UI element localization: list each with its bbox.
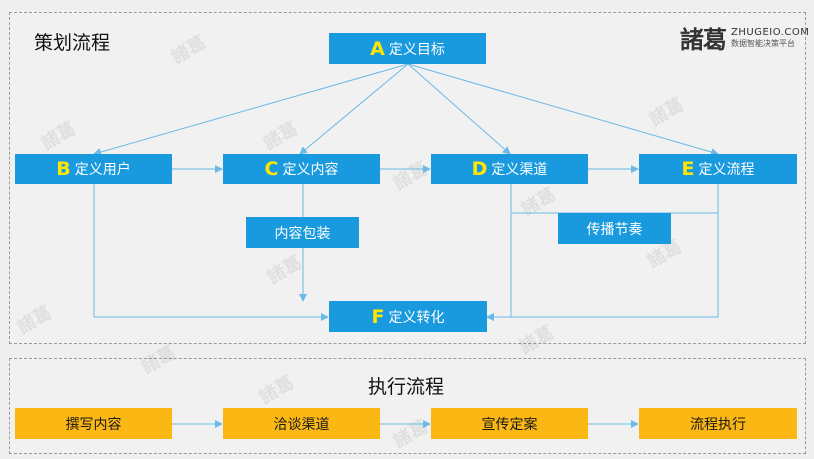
node-c-letter: C (264, 158, 279, 180)
edge-b-f (93, 184, 329, 321)
exec-step-label: 洽谈渠道 (273, 416, 330, 433)
node-b-define-user: B 定义用户 (15, 154, 172, 184)
edge-e-f (486, 213, 719, 321)
node-c-label: 定义内容 (282, 162, 339, 178)
edge-d-e-rhythm (510, 184, 719, 214)
edge-a-b (93, 63, 409, 156)
exec-step-negotiate-channel: 洽谈渠道 (223, 408, 380, 439)
logo-brand-en: ZHUGEIO.COM (731, 26, 810, 38)
node-d-define-channel: D 定义渠道 (431, 154, 588, 184)
exec-step-finalize-promo: 宣传定案 (431, 408, 588, 439)
logo-tagline: 数据智能决策平台 (731, 38, 795, 48)
node-f-label: 定义转化 (388, 309, 445, 326)
edge-a-d (407, 63, 511, 155)
execution-title: 执行流程 (368, 376, 445, 398)
node-c-define-content: C 定义内容 (223, 154, 380, 184)
edge-a-c (299, 63, 409, 155)
node-a-label: 定义目标 (388, 41, 445, 58)
exec-step-write-content: 撰写内容 (15, 408, 172, 439)
node-rhythm-label: 传播节奏 (586, 221, 643, 238)
node-b-letter: B (56, 158, 71, 180)
edge-a-e (407, 63, 719, 156)
node-e-define-process: E 定义流程 (639, 154, 797, 184)
node-a-define-goal: A 定义目标 (329, 33, 486, 64)
node-packaging-label: 内容包装 (274, 225, 331, 242)
node-e-label: 定义流程 (698, 162, 755, 178)
node-rhythm: 传播节奏 (558, 213, 671, 244)
node-a-letter: A (370, 37, 385, 60)
node-packaging: 内容包装 (246, 217, 359, 248)
exec-step-label: 宣传定案 (481, 416, 538, 433)
node-f-define-conversion: F 定义转化 (329, 301, 487, 332)
exec-step-label: 撰写内容 (65, 416, 122, 433)
node-d-letter: D (471, 158, 488, 180)
planning-title: 策划流程 (34, 32, 111, 54)
node-e-letter: E (681, 158, 695, 180)
exec-step-label: 流程执行 (690, 416, 746, 433)
node-f-letter: F (371, 305, 385, 328)
node-d-label: 定义渠道 (491, 162, 548, 178)
exec-step-execute-process: 流程执行 (639, 408, 797, 439)
zhuge-logo: 諸葛 ZHUGEIO.COM 数据智能决策平台 (680, 20, 809, 55)
node-b-label: 定义用户 (74, 162, 131, 178)
edge-d-f (486, 213, 512, 321)
logo-brand-cn: 諸葛 (680, 26, 727, 54)
